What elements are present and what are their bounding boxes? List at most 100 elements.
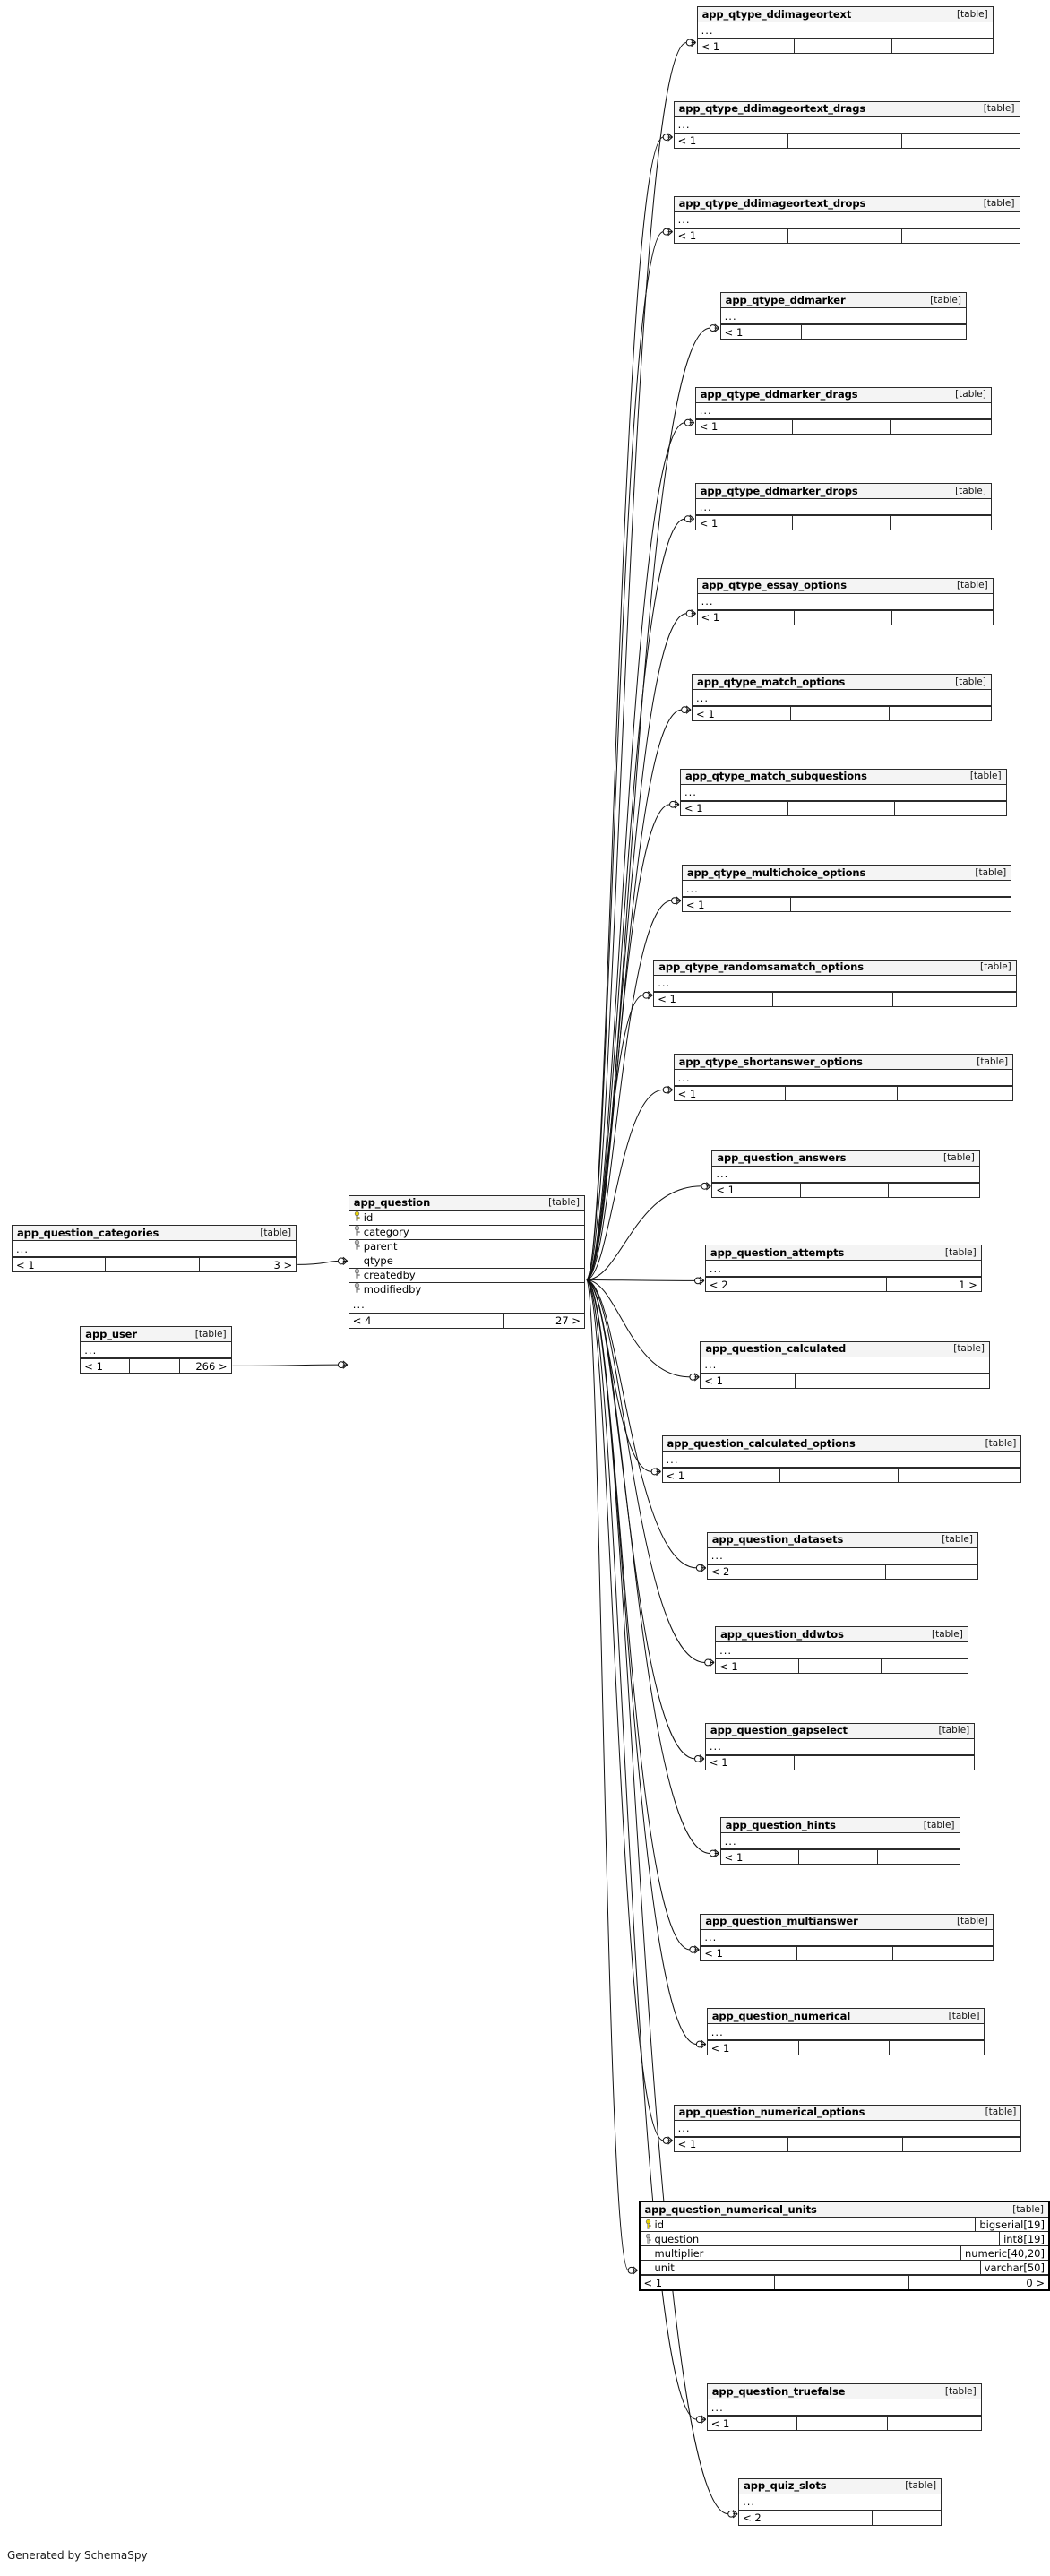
table-name: app_qtype_multichoice_options [686,866,866,879]
more-columns-ellipsis: ... [705,1738,975,1755]
table-node-app_question_numerical_options[interactable]: app_question_numerical_options[table]...… [673,2104,1022,2152]
table-type-tag: [table] [969,771,1002,782]
table-node-app_question_calculated[interactable]: app_question_calculated[table]...< 1 [700,1340,991,1389]
table-footer: < 1 [716,1658,968,1674]
footer-children-count: 0 > [1026,2276,1045,2289]
table-node-app_question_numerical[interactable]: app_question_numerical[table]...< 1 [706,2008,985,2056]
table-type-tag: [table] [930,294,961,306]
column-label: unit [654,2261,675,2274]
table-header: app_question_ddwtos[table] [716,1627,968,1643]
table-node-app_qtype_ddmarker[interactable]: app_qtype_ddmarker[table]...< 1 [719,292,967,340]
table-footer: < 1 [701,1373,990,1388]
footer-middle-cell [799,1659,882,1674]
foreign-key-icon [353,1240,361,1250]
footer-children-count [890,2041,984,2055]
table-node-app_question_ddwtos[interactable]: app_question_ddwtos[table]...< 1 [715,1626,968,1675]
footer-parents-count: < 1 [683,898,791,912]
table-footer: < 1 [701,1945,993,1960]
column-name-cell: multiplier [641,2245,961,2261]
table-node-app_qtype_match_options[interactable]: app_qtype_match_options[table]...< 1 [692,674,992,722]
table-header: app_question_multianswer[table] [701,1914,993,1930]
footer-children-count [878,1850,959,1864]
crowsfoot-connector [694,1276,705,1286]
table-node-app_question_multianswer[interactable]: app_question_multianswer[table]...< 1 [700,1913,994,1961]
footer-parents-count: < 1 [675,134,788,148]
table-node-app_question_truefalse[interactable]: app_question_truefalse[table]...< 1 [706,2383,982,2432]
table-node-app_question_hints[interactable]: app_question_hints[table]...< 1 [719,1817,960,1865]
table-node-app_qtype_ddmarker_drops[interactable]: app_qtype_ddmarker_drops[table]...< 1 [694,483,992,531]
foreign-key-icon [353,1226,361,1236]
table-header: app_question_numerical_units[table] [640,2202,1048,2218]
table-type-tag: [table] [975,866,1007,878]
table-type-tag: [table] [956,580,988,591]
table-footer: < 1 [674,133,1020,148]
column-label: multiplier [654,2246,704,2260]
crowsfoot-connector [669,800,680,809]
table-node-app_qtype_ddimageortext[interactable]: app_qtype_ddimageortext[table]...< 1 [696,6,994,55]
table-node-app_question_datasets[interactable]: app_question_datasets[table]...< 2 [706,1531,978,1580]
footer-middle-cell [795,1755,883,1770]
table-footer: < 2 [707,1564,977,1579]
table-node-app_question_calculated_options[interactable]: app_question_calculated_options[table]..… [661,1435,1022,1484]
table-type-tag: [table] [983,103,1015,115]
crowsfoot-connector [689,1945,700,1954]
footer-children-count [902,229,1020,243]
table-header: app_question_hints[table] [720,1818,960,1834]
table-name: app_question_categories [17,1226,159,1239]
table-type-tag: [table] [938,1725,970,1736]
footer-children-count: 27 > [555,1314,581,1328]
footer-parents-count: < 2 [708,1564,797,1579]
table-header: app_question_numerical_options [table] [674,2105,1021,2121]
column-row: id [349,1210,584,1226]
more-columns-ellipsis: ... [707,2399,981,2417]
column-label: parent [363,1240,398,1254]
footer-parents-count: < 1 [675,228,788,243]
table-node-app_question_gapselect[interactable]: app_question_gapselect[table]...< 1 [704,1722,976,1770]
relationship-line [586,995,644,1280]
table-node-app_qtype_ddimageortext_drops[interactable]: app_qtype_ddimageortext_drops[table]...<… [673,195,1020,244]
table-node-app_qtype_essay_options[interactable]: app_qtype_essay_options[table]...< 1 [696,577,994,625]
table-type-tag: [table] [953,1343,985,1355]
column-name-cell: question [641,2231,1001,2246]
table-type-tag: [table] [944,1246,977,1258]
table-footer: < 1 [720,324,966,340]
table-node-app_qtype_ddimageortext_drags[interactable]: app_qtype_ddimageortext_drags[table]...<… [673,100,1020,149]
table-node-app_qtype_match_subquestions[interactable]: app_qtype_match_subquestions[table]...< … [680,768,1007,816]
table-header: app_qtype_ddmarker_drops[table] [695,484,991,500]
column-row: category [349,1225,584,1240]
footer-middle-cell [773,992,893,1006]
table-node-app_quiz_slots[interactable]: app_quiz_slots[table]...< 2 [738,2477,942,2526]
footer-parents-count: < 1 [654,992,774,1006]
relationship-line [586,422,685,1280]
table-node-app_qtype_shortanswer_options[interactable]: app_qtype_shortanswer_options[table]...<… [673,1054,1014,1102]
column-name-cell: qtype [353,1254,581,1267]
more-columns-ellipsis: ... [654,975,1016,992]
footer-parents-count: < 1 [696,516,794,530]
table-footer: < 1 [707,2416,981,2431]
crowsfoot-connector [337,1360,349,1369]
table-name: app_question_numerical_options [678,2106,865,2119]
table-node-app_qtype_ddmarker_drags[interactable]: app_qtype_ddmarker_drags[table]...< 1 [694,386,992,435]
more-columns-ellipsis: ... [695,499,991,516]
more-columns-ellipsis: ... [707,1547,977,1564]
footer-children-count [889,1184,979,1197]
more-columns-ellipsis: ... [674,1070,1013,1087]
foreign-key-icon [644,2234,652,2244]
footer-middle-cell [805,2511,873,2525]
foreign-key-icon [353,1269,361,1279]
table-node-app_question_answers[interactable]: app_question_answers[table]...< 1 [711,1150,980,1198]
crowsfoot-connector [695,1564,707,1572]
table-header: app_qtype_ddmarker_drags[table] [695,387,991,403]
relationship-line [586,1279,664,2141]
crowsfoot-connector [709,323,720,332]
table-node-app_qtype_randomsamatch_options[interactable]: app_qtype_randomsamatch_options[table]..… [653,959,1017,1007]
table-node-app_qtype_multichoice_options[interactable]: app_qtype_multichoice_options[table]...<… [681,865,1012,913]
footer-children-count: 266 > [195,1359,228,1373]
table-type-tag: [table] [985,2106,1017,2118]
